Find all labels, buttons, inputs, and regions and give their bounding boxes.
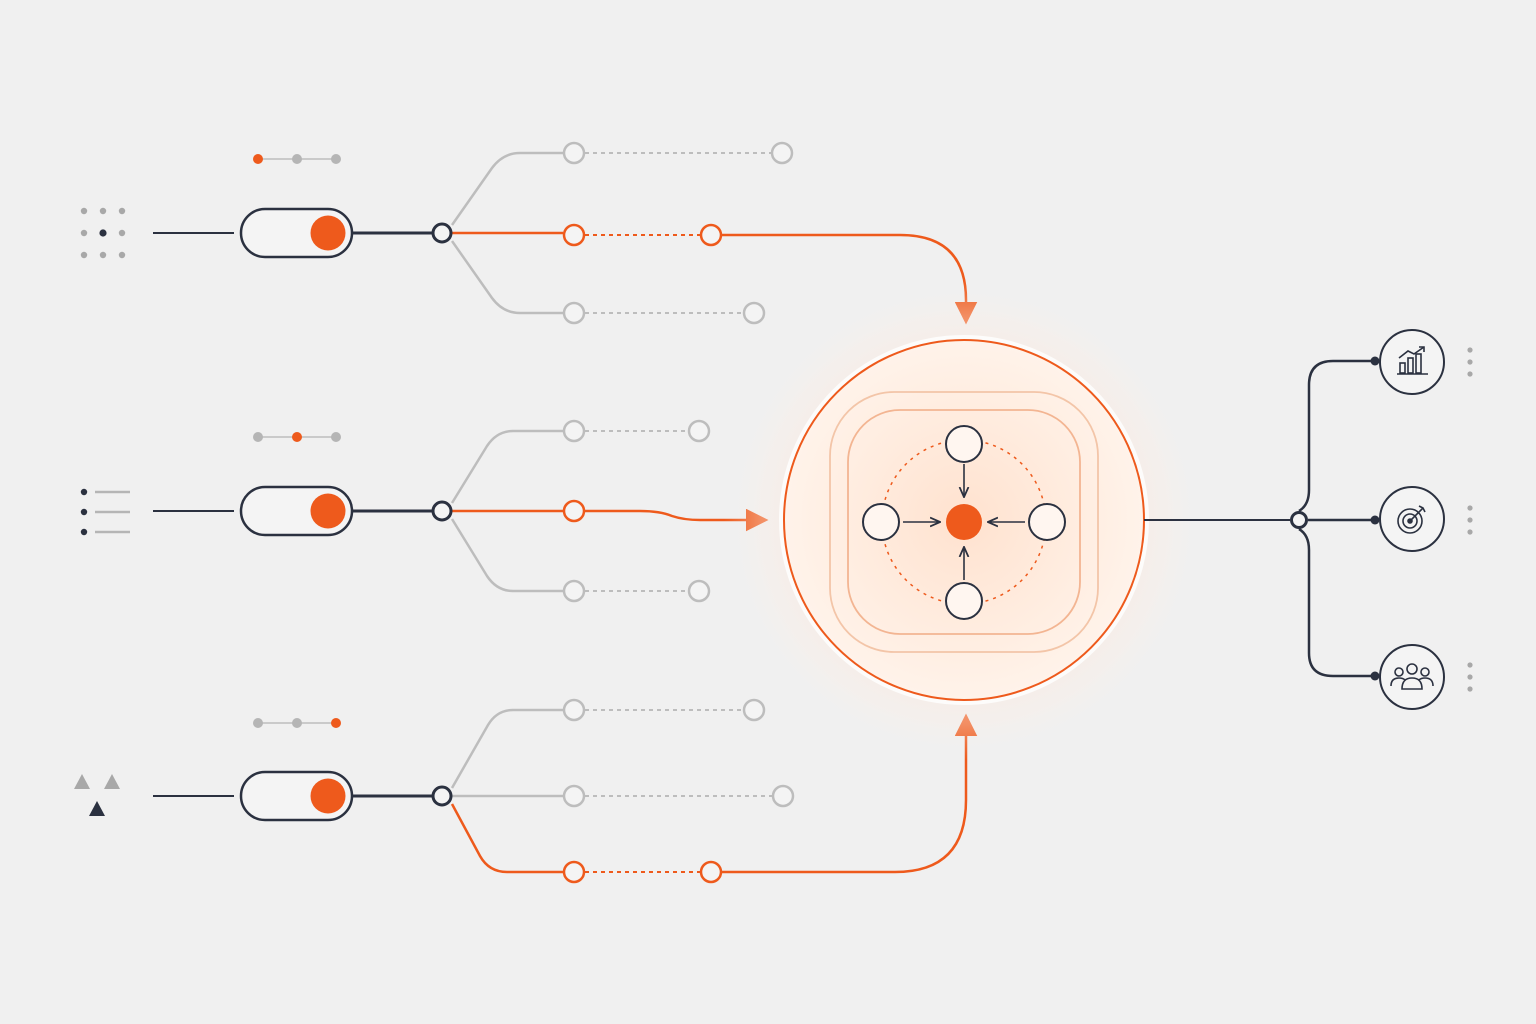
list-icon [80,488,130,536]
step-indicator-row-2 [253,432,341,442]
toggle-switch-1[interactable] [239,207,354,259]
team-icon [1390,663,1434,690]
branch-junction-node[interactable] [431,222,453,244]
branch-end-node[interactable] [771,784,795,808]
bar-chart-trend-icon [1397,346,1428,375]
branch-line [450,708,563,789]
step-dot [253,718,263,728]
branch-end-node[interactable] [687,419,711,443]
more-options-icon[interactable] [1467,662,1473,692]
branch-node-active[interactable] [562,499,586,523]
step-dot-active [331,718,341,728]
dot-grid-icon [80,207,126,259]
output-tree [1144,329,1473,710]
output-target[interactable] [1379,486,1445,552]
branch-line [450,518,563,593]
branch-end-node[interactable] [742,301,766,325]
branch-junction-node[interactable] [431,785,453,807]
toggle-knob [310,493,346,529]
branch-junction-node[interactable] [431,500,453,522]
output-branch-bottom [1298,527,1375,678]
branch-node-active[interactable] [562,223,586,247]
output-analytics[interactable] [1379,329,1445,395]
more-options-icon[interactable] [1467,505,1473,535]
input-row-2 [80,419,769,603]
input-row-1 [80,141,794,325]
hub-center-node[interactable] [946,504,982,540]
step-dot [331,432,341,442]
toggle-switch-2[interactable] [239,485,354,537]
branch-node[interactable] [562,301,586,325]
branch-line [450,429,563,504]
output-team[interactable] [1379,644,1445,710]
hub-node-bottom[interactable] [945,582,983,620]
hub-node-left[interactable] [862,503,900,541]
toggle-knob [310,215,346,251]
branch-end-node-active[interactable] [699,860,723,884]
target-icon [1397,505,1426,534]
output-branch-top [1298,359,1375,513]
toggle-switch-3[interactable] [239,770,354,822]
hub-frame-outer [829,391,1099,653]
step-dot-active [292,432,302,442]
step-dot [292,718,302,728]
hub-node-top[interactable] [945,425,983,463]
branch-node[interactable] [562,698,586,722]
branch-node[interactable] [562,419,586,443]
branch-end-node[interactable] [770,141,794,165]
more-options-icon[interactable] [1467,347,1473,377]
branch-end-node-active[interactable] [699,223,723,247]
step-dot-active [253,154,263,164]
hub-frame-inner [847,409,1081,635]
branch-end-node[interactable] [742,698,766,722]
triangles-icon [74,774,120,816]
branch-node-active[interactable] [562,860,586,884]
step-indicator-row-1 [253,154,341,164]
branch-node[interactable] [562,579,586,603]
branch-node[interactable] [562,784,586,808]
step-dot [253,432,263,442]
toggle-knob [310,778,346,814]
input-row-3 [74,698,795,884]
flow-arrow-to-hub [585,508,769,532]
central-hub[interactable] [724,280,1204,760]
step-dot [331,154,341,164]
branch-end-node[interactable] [687,579,711,603]
hub-node-right[interactable] [1028,503,1066,541]
step-indicator-row-3 [253,718,341,728]
branch-line [450,151,563,226]
output-junction-node[interactable] [1290,511,1308,529]
step-dot [292,154,302,164]
branch-line [450,240,563,315]
flow-arrow-bottom-to-hub [722,713,978,874]
branch-node[interactable] [562,141,586,165]
branch-line-active [450,803,563,874]
